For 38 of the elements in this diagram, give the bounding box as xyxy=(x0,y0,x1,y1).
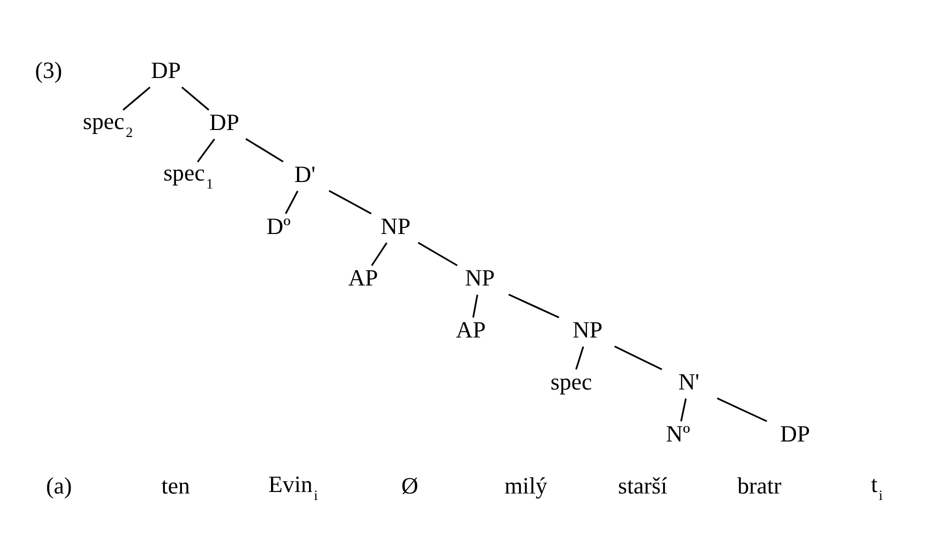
label: Evin$_{i}$ xyxy=(268,471,318,504)
connector xyxy=(574,346,584,370)
label: ten xyxy=(160,472,190,499)
connector xyxy=(244,138,284,162)
connector xyxy=(370,242,387,266)
node-text: spec xyxy=(550,368,592,395)
connector xyxy=(122,86,150,110)
label: milý xyxy=(504,472,547,499)
node-text: AP xyxy=(455,317,486,344)
node-text: NP xyxy=(464,265,494,292)
connector xyxy=(284,190,298,214)
label: Ø xyxy=(400,472,418,499)
label: starší xyxy=(618,472,667,499)
label: (3) xyxy=(34,58,62,84)
node-text: Nº xyxy=(666,420,690,447)
node-text: spec$_{1}$ xyxy=(162,160,213,192)
connector xyxy=(716,397,767,422)
connector xyxy=(472,294,478,318)
connector xyxy=(417,241,458,266)
connector xyxy=(328,190,372,214)
node-text: N' xyxy=(678,368,699,395)
connector xyxy=(508,293,559,318)
label: bratr xyxy=(736,472,781,499)
node-text: D' xyxy=(294,161,315,188)
node-text: DP xyxy=(208,110,239,136)
label: t$_{i}$ xyxy=(870,471,882,504)
node-text: AP xyxy=(348,265,378,292)
node-text: NP xyxy=(572,317,602,344)
connector xyxy=(196,138,215,162)
node-text: DP xyxy=(150,58,180,84)
node-text: Dº xyxy=(266,213,290,240)
node-text: DP xyxy=(780,420,810,447)
label: (a) xyxy=(45,472,72,499)
node-text: spec$_{2}$ xyxy=(82,108,132,140)
connector xyxy=(614,345,662,370)
connector xyxy=(180,86,209,110)
connector xyxy=(680,398,686,421)
node-text: NP xyxy=(380,213,410,240)
